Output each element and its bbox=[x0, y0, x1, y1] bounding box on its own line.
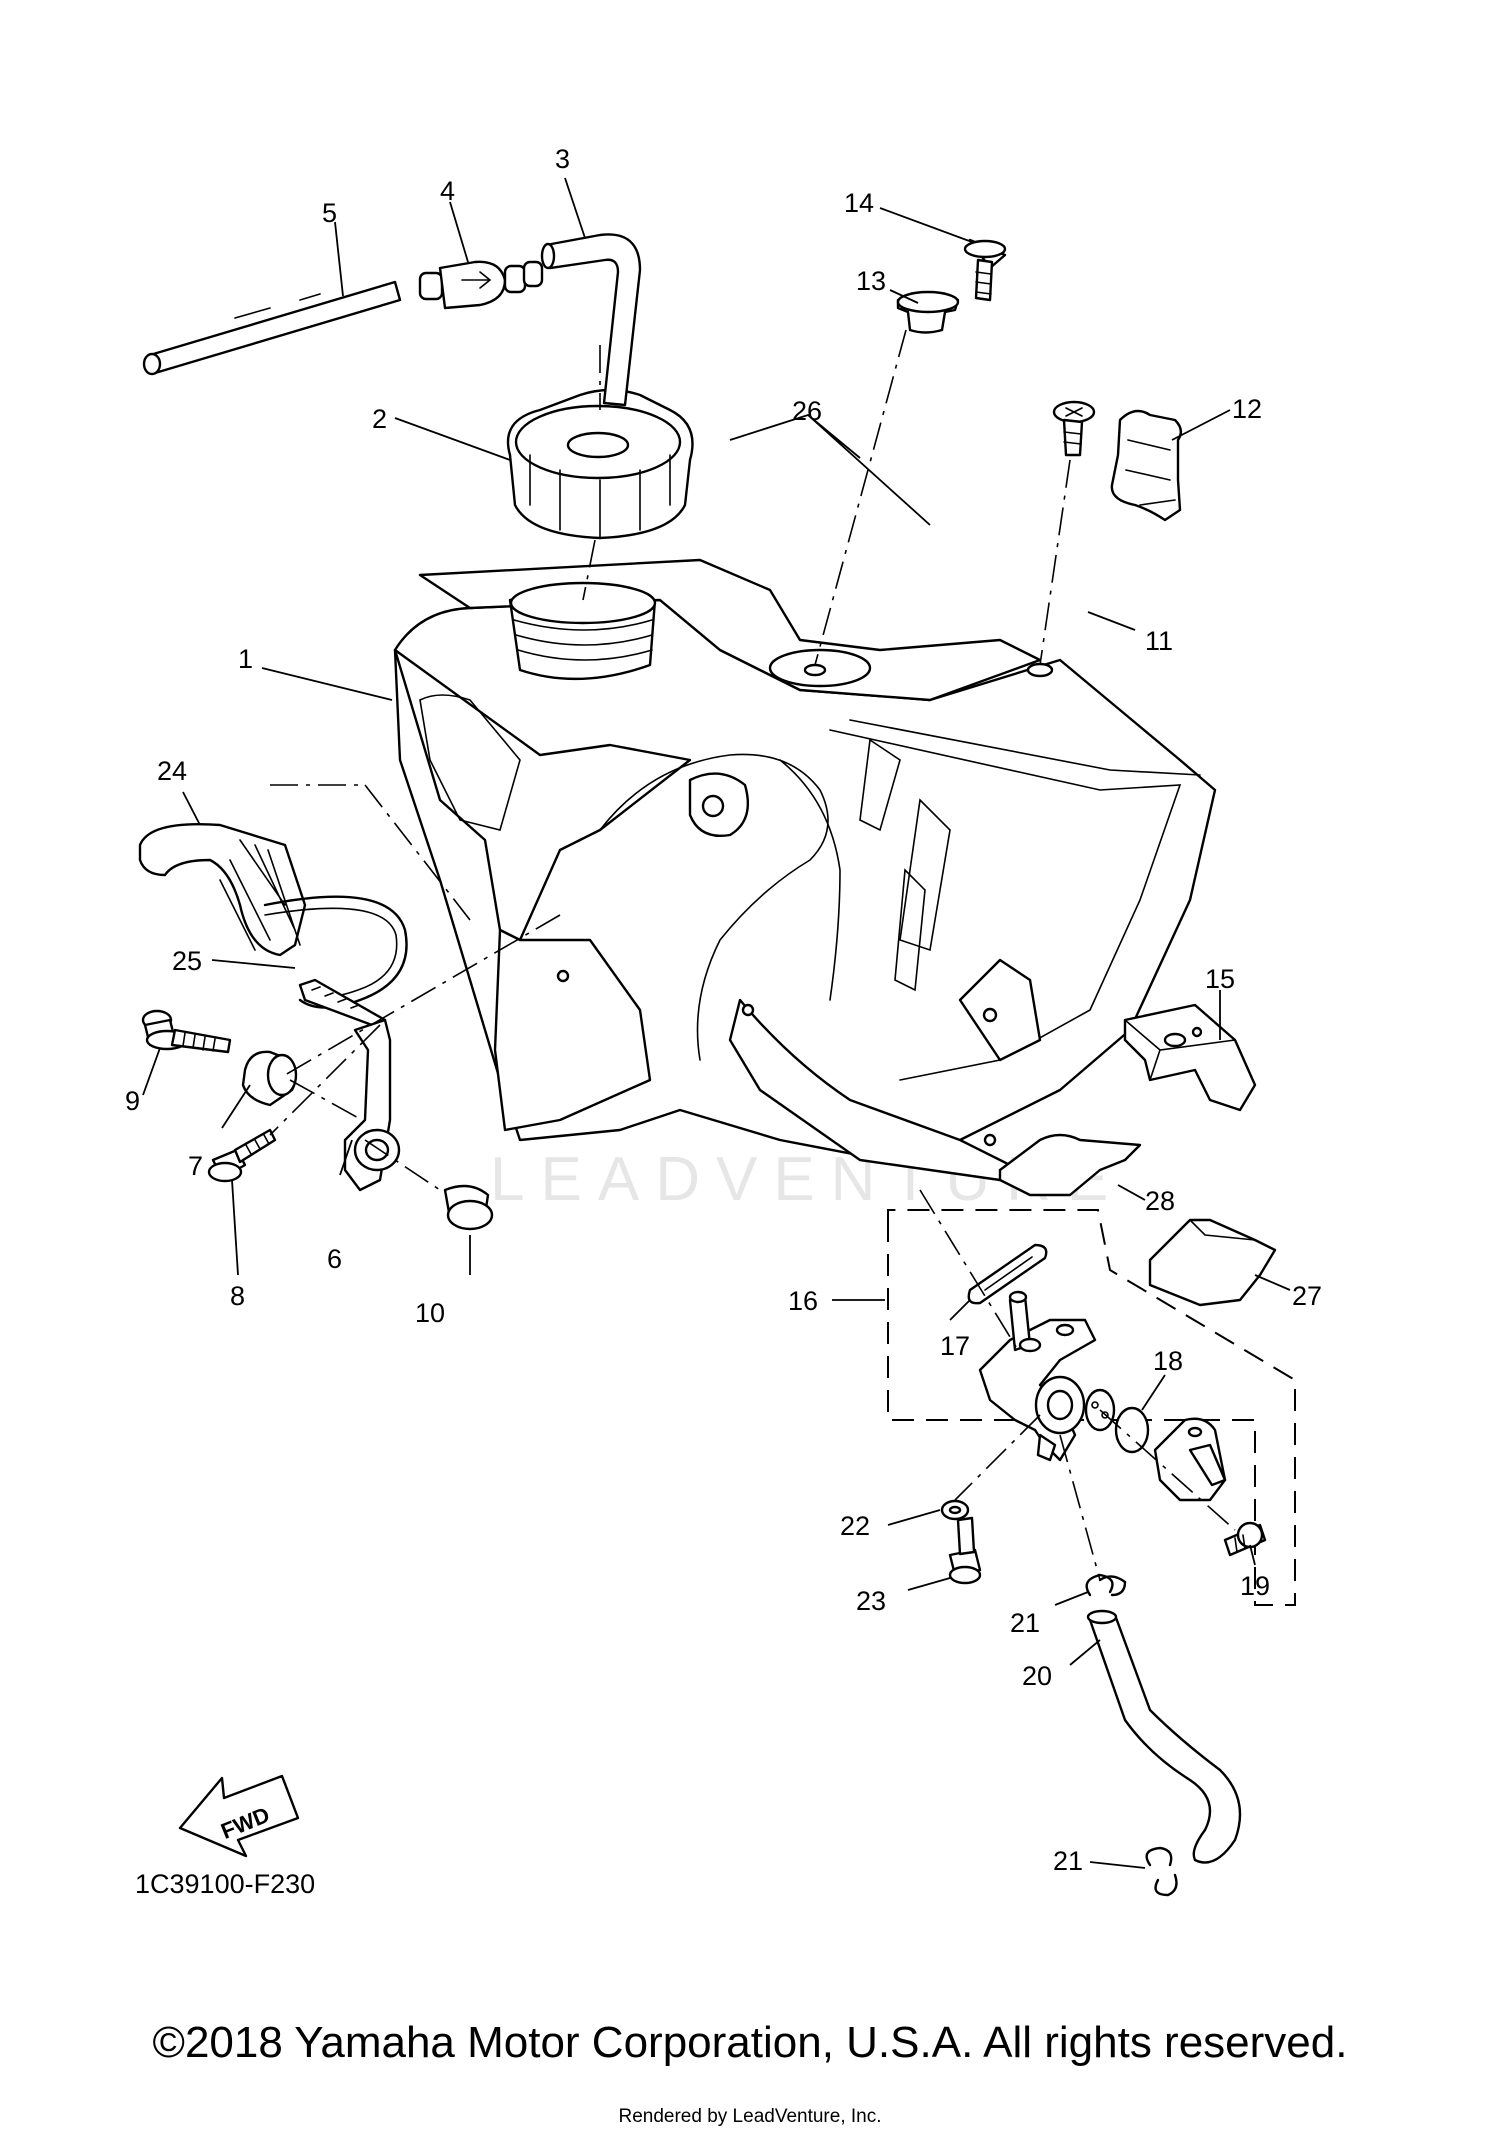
callout-28: 28 bbox=[1145, 1186, 1175, 1216]
callout-16: 16 bbox=[788, 1286, 818, 1316]
copyright-notice: ©2018 Yamaha Motor Corporation, U.S.A. A… bbox=[152, 2018, 1348, 2067]
callout-7: 7 bbox=[188, 1151, 203, 1181]
callout-18: 18 bbox=[1153, 1346, 1183, 1376]
o-ring-18[interactable] bbox=[1114, 1406, 1150, 1454]
clip-12[interactable] bbox=[1110, 409, 1183, 522]
forward-direction-arrow: FWD bbox=[178, 1774, 300, 1858]
damper-7[interactable] bbox=[241, 1050, 298, 1107]
callout-17: 17 bbox=[940, 1331, 970, 1361]
callout-3: 3 bbox=[555, 144, 570, 174]
callout-23: 23 bbox=[856, 1586, 886, 1616]
drawing-code: 1C39100-F230 bbox=[135, 1869, 315, 1899]
lever-assy[interactable] bbox=[1153, 1417, 1227, 1502]
clip-21a[interactable] bbox=[1085, 1573, 1127, 1597]
callout-26: 26 bbox=[792, 396, 822, 426]
fuel-hose-20[interactable] bbox=[1086, 1609, 1242, 1864]
screw-14[interactable] bbox=[963, 238, 1007, 302]
breather-hose[interactable] bbox=[540, 233, 642, 407]
callout-19: 19 bbox=[1240, 1571, 1270, 1601]
bracket-6[interactable] bbox=[343, 1018, 401, 1192]
washer-22[interactable] bbox=[940, 1499, 970, 1521]
callout-4: 4 bbox=[440, 176, 455, 206]
fuel-cap[interactable] bbox=[506, 388, 694, 540]
callout-21b: 21 bbox=[1053, 1846, 1083, 1876]
screw-11[interactable] bbox=[1026, 400, 1096, 678]
callout-21a: 21 bbox=[1010, 1608, 1040, 1638]
screw-23[interactable] bbox=[948, 1516, 982, 1585]
callout-6: 6 bbox=[327, 1244, 342, 1274]
damper-15[interactable] bbox=[1123, 1003, 1257, 1112]
tank-cover-24[interactable] bbox=[138, 823, 307, 957]
assembly-center-lines bbox=[269, 329, 1236, 1581]
callout-1: 1 bbox=[238, 644, 253, 674]
gasket-17[interactable] bbox=[967, 1243, 1048, 1305]
screw-19[interactable] bbox=[1223, 1521, 1267, 1557]
callout-20: 20 bbox=[1022, 1661, 1052, 1691]
check-valve[interactable] bbox=[418, 260, 544, 310]
callout-9: 9 bbox=[125, 1086, 140, 1116]
callout-numbers: 1 2 3 4 5 6 7 8 9 10 11 12 13 14 15 16 1… bbox=[125, 144, 1322, 1876]
callout-leaders bbox=[142, 177, 1291, 1869]
callout-2: 2 bbox=[372, 404, 387, 434]
callout-25: 25 bbox=[172, 946, 202, 976]
fuel-tank[interactable] bbox=[393, 558, 1217, 1182]
callout-13: 13 bbox=[856, 266, 886, 296]
clip-21b[interactable] bbox=[1145, 1846, 1178, 1897]
bolt-9[interactable] bbox=[141, 1009, 232, 1054]
callout-10: 10 bbox=[415, 1298, 445, 1328]
plate-27[interactable] bbox=[1148, 1218, 1277, 1307]
callout-15: 15 bbox=[1205, 964, 1235, 994]
collar-10[interactable] bbox=[443, 1184, 494, 1231]
callout-8: 8 bbox=[230, 1281, 245, 1311]
callout-24: 24 bbox=[157, 756, 187, 786]
bushing-13[interactable] bbox=[896, 290, 960, 334]
callout-11: 11 bbox=[1145, 626, 1173, 656]
rendered-by-notice: Rendered by LeadVenture, Inc. bbox=[618, 2106, 882, 2127]
fuel-hose[interactable] bbox=[142, 280, 402, 376]
bolt-8[interactable] bbox=[207, 1128, 277, 1183]
gasket-28[interactable] bbox=[998, 1133, 1142, 1197]
fuel-cock[interactable] bbox=[978, 1290, 1097, 1462]
callout-14: 14 bbox=[844, 188, 874, 218]
callout-5: 5 bbox=[322, 198, 337, 228]
callout-22: 22 bbox=[840, 1511, 870, 1541]
callout-27: 27 bbox=[1292, 1281, 1322, 1311]
callout-12: 12 bbox=[1232, 394, 1262, 424]
